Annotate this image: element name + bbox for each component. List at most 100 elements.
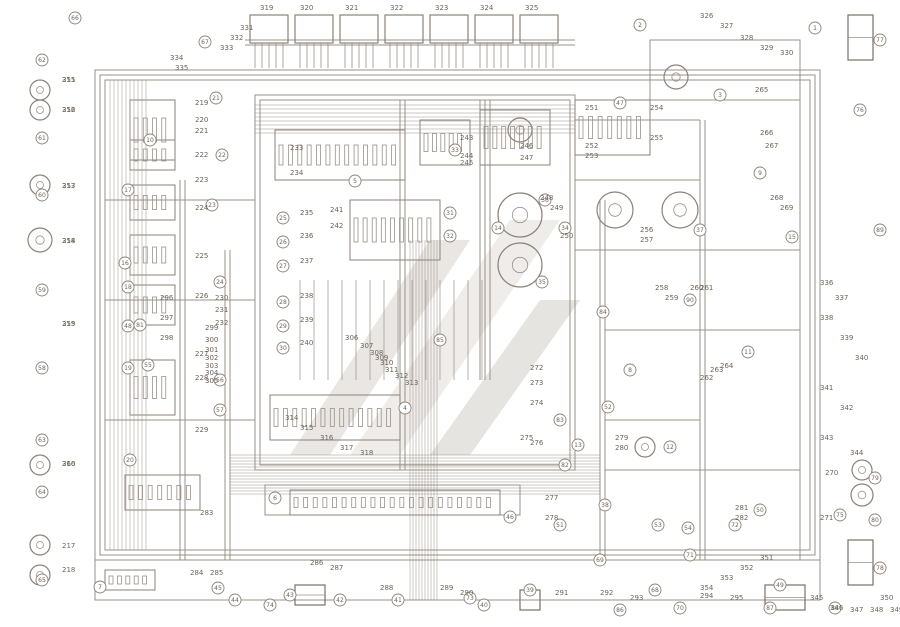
wire-number: 284 [190,569,204,577]
callout-label: 8 [628,367,632,374]
callout-label: 18 [124,284,132,291]
callout-layer: 1234567891011121314151617181920212223242… [35,11,887,617]
wire-number: 268 [770,194,783,202]
wire-number: 276 [530,439,544,447]
callout-label: 69 [596,557,604,564]
wire-number: 260 [690,284,703,292]
wire-number: 354 [700,584,714,592]
wire-number: 287 [330,564,343,572]
wire-number: 312 [395,372,408,380]
wire-number: 309 [375,354,388,362]
callout-number: 36 [538,193,552,207]
wire-number: 218 [62,566,75,574]
callout-number: 4 [398,401,412,415]
callout-number: 18 [121,280,135,294]
wire-number: 358 [62,237,75,245]
wire-number: 264 [720,362,734,370]
wire-number: 221 [195,127,208,135]
callout-number: 46 [503,510,517,524]
callout-number: 52 [601,400,615,414]
callout-number: 5 [348,174,362,188]
wire-number: 234 [290,169,304,177]
wire-number: 306 [345,334,359,342]
callout-label: 16 [121,260,129,267]
wire-number: 289 [440,584,453,592]
callout-label: 85 [436,337,444,344]
callout-number: 80 [868,513,882,527]
callout-label: 51 [556,522,564,529]
fuse-block [349,199,441,261]
wire-number: 266 [760,129,774,137]
callout-number: 70 [673,601,687,615]
wire-number: 248 [540,194,553,202]
gauge-icon [29,99,51,121]
callout-label: 1 [813,25,817,32]
callout-number: 19 [121,361,135,375]
callout-number: 84 [596,305,610,319]
wire-number: 307 [360,342,373,350]
callout-label: 76 [856,107,864,114]
callout-number: 29 [276,319,290,333]
wire-number: 257 [640,236,653,244]
main-harness [94,39,821,601]
wire-number: 253 [585,152,598,160]
callout-label: 70 [676,605,684,612]
wire-number: 360 [62,460,75,468]
wire-number: 215 [62,320,75,328]
callout-label: 53 [654,522,662,529]
wire-number: 273 [530,379,543,387]
callout-number: 2 [633,18,647,32]
wire-number: 278 [545,514,558,522]
wire-number: 356 [62,106,76,114]
callout-number: 72 [728,518,742,532]
wire-number: 295 [730,594,743,602]
callout-label: 28 [279,299,287,306]
callout-number: 33 [448,143,462,157]
callout-number: 26 [276,235,290,249]
wire-number: 224 [195,204,209,212]
wire-number: 315 [300,424,313,432]
wire-number: 282 [735,514,748,522]
wire-number: 254 [650,104,664,112]
callout-number: 24 [213,275,227,289]
callout-number: 16 [118,256,132,270]
wire-number: 308 [370,349,383,357]
callout-number: 60 [35,188,49,202]
callout-number: 31 [443,206,457,220]
wire-number: 299 [205,324,218,332]
wire-number: 250 [560,232,573,240]
callout-number: 14 [491,221,505,235]
gauge-icon [596,191,634,229]
wire-number: 337 [835,294,848,302]
wire-number: 347 [850,606,863,614]
gauge-icon [661,191,699,229]
callout-label: 57 [216,407,224,414]
callout-label: 36 [541,197,549,204]
callout-label: 43 [286,592,294,599]
callout-number: 59 [35,283,49,297]
callout-number: 50 [753,503,767,517]
callout-number: 75 [833,508,847,522]
wire-number: 233 [290,144,303,152]
callout-label: 39 [526,587,534,594]
wire-number: 291 [555,589,568,597]
gauge-icon [850,483,874,507]
wire-number: 242 [330,222,343,230]
wire-number: 327 [720,22,733,30]
callout-number: 44 [228,593,242,607]
wire-number: 304 [205,369,219,377]
callout-label: 49 [776,582,784,589]
callout-number: 69 [593,553,607,567]
callout-number: 30 [276,341,290,355]
wire-number: 275 [520,434,533,442]
callout-number: 49 [773,578,787,592]
callout-label: 90 [686,297,694,304]
fuse-block [269,394,401,441]
callout-label: 34 [561,225,569,232]
wire-number: 280 [615,444,628,452]
wire-number: 283 [200,509,213,517]
wire-number: 271 [820,514,833,522]
callout-label: 48 [124,323,132,330]
wire-number: 267 [765,142,778,150]
wire-number: 214 [62,237,76,245]
